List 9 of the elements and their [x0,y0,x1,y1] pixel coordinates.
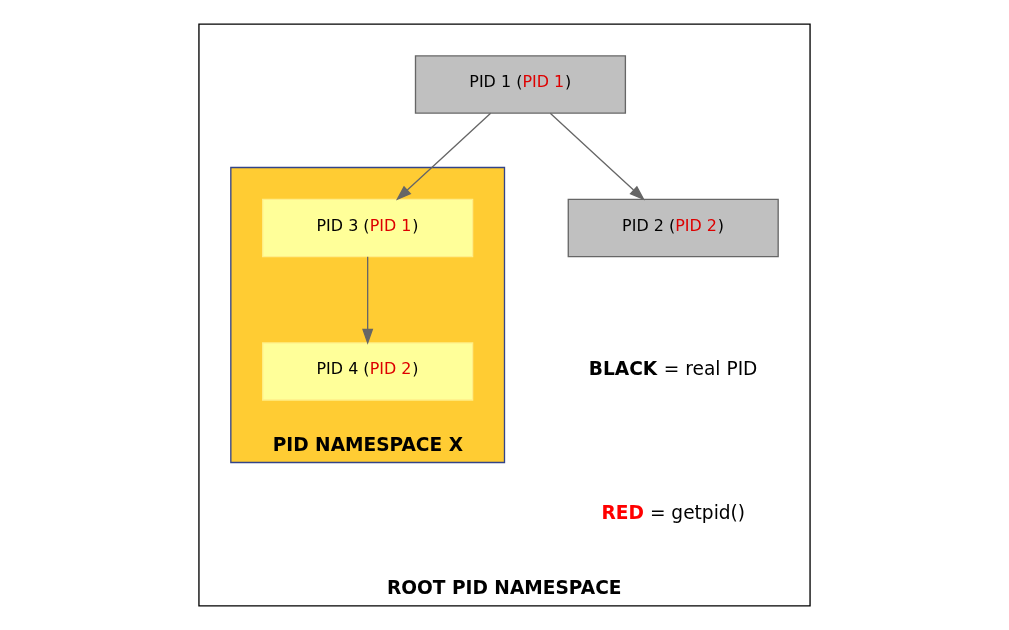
arrow [362,256,374,345]
arrow [549,112,645,201]
node-box: PID 2 (PID 2) [567,198,779,258]
node-box: PID 4 (PID 2) [262,342,474,401]
node-box: PID 3 (PID 1) [262,198,474,258]
legend-label: RED = getpid() [601,501,746,523]
node-box: PID 1 (PID 1) [414,55,627,114]
arrow [395,112,492,201]
legend-label: BLACK = real PID [588,358,758,380]
